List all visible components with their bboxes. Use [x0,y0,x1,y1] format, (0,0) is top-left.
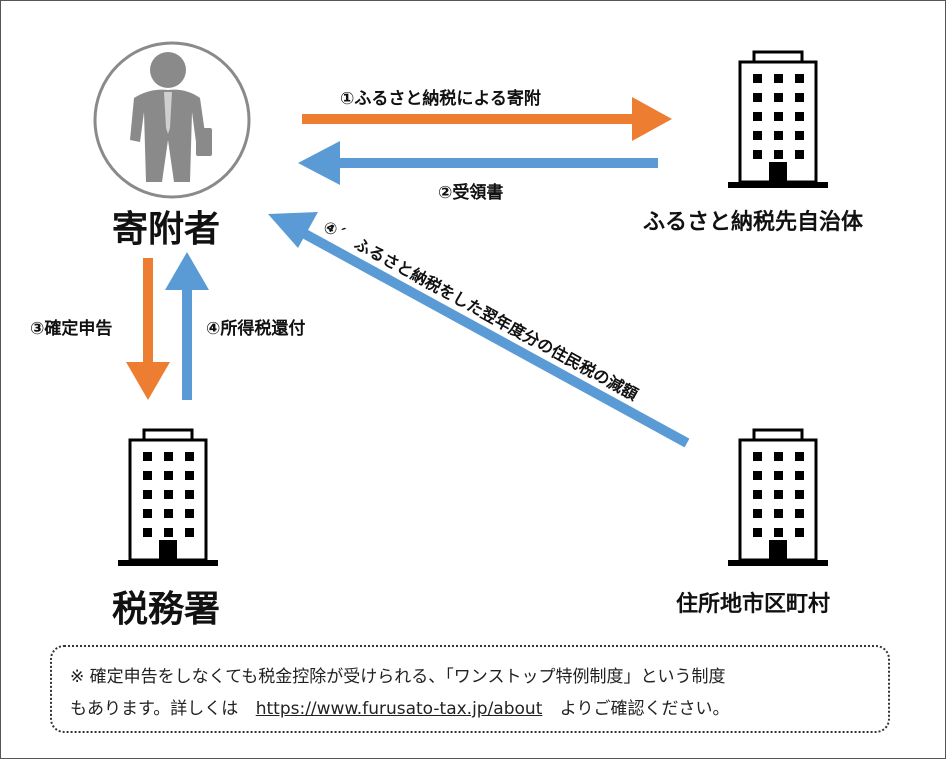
tax-return-arrow [126,258,170,400]
receipt-label: ②受領書 [438,183,504,203]
person-icon [93,41,251,199]
tax-office-label: 税務署 [112,589,221,630]
receipt-arrow [298,141,658,185]
tax-return-label: ③確定申告 [30,319,113,339]
tax-office-building-icon [116,428,220,568]
donation-label: ①ふるさと納税による寄附 [340,89,541,109]
about-link[interactable]: https://www.furusato-tax.jp/about [255,699,543,719]
income-tax-refund-arrow [165,252,209,400]
note-box: ※ 確定申告をしなくても税金控除が受けられる、「ワンストップ特例制度」という制度… [50,645,890,733]
donation-arrow [302,97,672,141]
note-line-2-prefix: もあります。詳しくは [70,699,239,719]
residence-label: 住所地市区町村 [676,592,831,617]
note-line-2-suffix: よりご確認ください。 [559,699,730,719]
residence-building-icon [726,428,830,568]
municipality-label: ふるさと納税先自治体 [643,210,864,235]
income-tax-refund-label: ④所得税還付 [206,319,306,339]
resident-tax-reduction-arrow [268,212,690,448]
note-line-1: ※ 確定申告をしなくても税金控除が受けられる、「ワンストップ特例制度」という制度 [70,667,726,687]
resident-tax-reduction-label: ④´ふるさと納税をした翌年度分の住民税の減額 [320,217,641,404]
donor-label: 寄附者 [112,209,221,250]
note-line-2: もあります。詳しくは https://www.furusato-tax.jp/a… [70,693,870,725]
municipality-building-icon [726,50,830,190]
